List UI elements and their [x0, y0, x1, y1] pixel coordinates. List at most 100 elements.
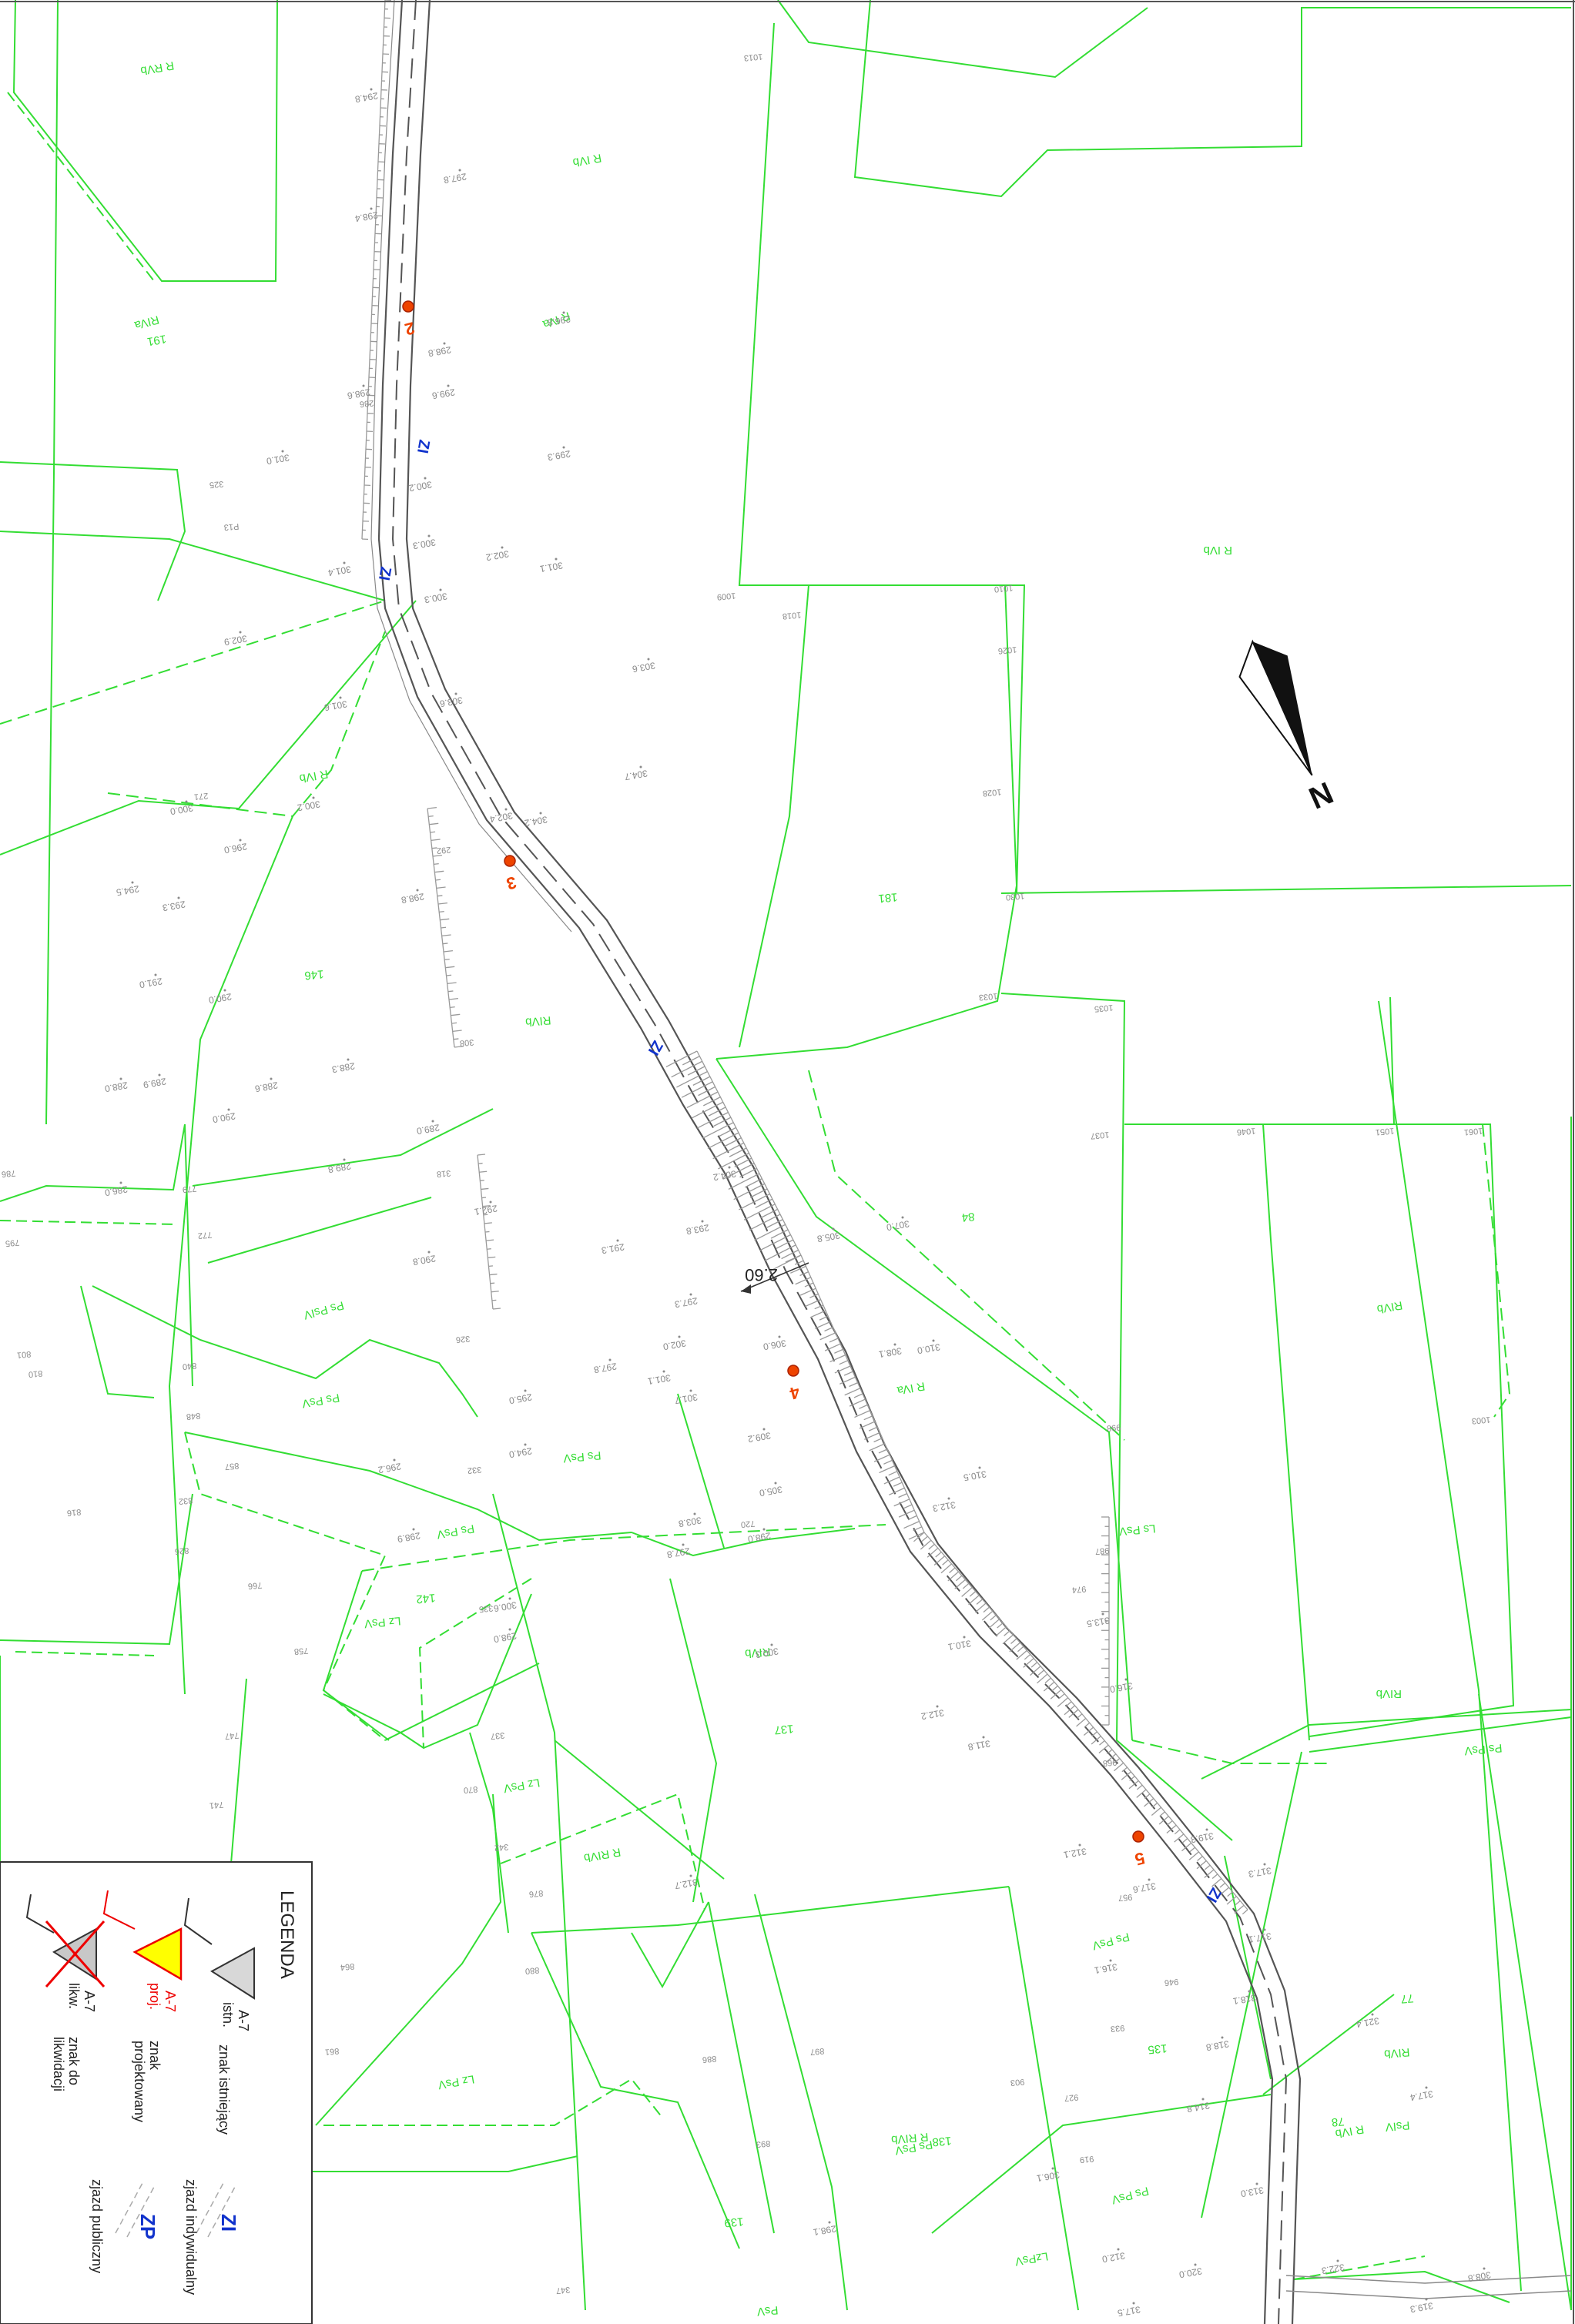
- elevation-value: 297.8: [666, 1545, 691, 1560]
- slope-tick: [799, 1288, 816, 1296]
- legend-sign-project: A-7 proj. znak projektowany: [102, 1890, 183, 2122]
- boundary-point-number: 292: [436, 845, 451, 856]
- elevation-dot: [689, 1874, 692, 1877]
- elevation-dot: [770, 1643, 773, 1646]
- elevation-dot: [828, 2221, 831, 2224]
- slope-tick: [1159, 1811, 1165, 1817]
- elevation-dot: [762, 1528, 766, 1531]
- slope-tick: [1151, 1802, 1158, 1808]
- slope-tick: [990, 1614, 997, 1621]
- slope-tick: [682, 1056, 700, 1066]
- slope-tick: [921, 1535, 928, 1542]
- boundary-point-number: 848: [186, 1411, 200, 1422]
- slope-tick: [1051, 1685, 1058, 1692]
- elevation-value: 291.0: [139, 976, 163, 990]
- boundary-point-number: P13: [223, 521, 240, 532]
- slope-tick: [859, 1404, 868, 1409]
- elevation-dot: [555, 558, 558, 561]
- boundary-point-number: 347: [555, 2285, 570, 2296]
- boundary-point-number: 1046: [1236, 1126, 1255, 1137]
- slope-tick: [1068, 1709, 1079, 1718]
- elevation-dot: [443, 342, 446, 345]
- elevation-dot: [963, 1636, 966, 1639]
- boundary-point-number: 870: [463, 1784, 478, 1795]
- slope-tick: [692, 1076, 711, 1086]
- elevation-value: 298.8: [400, 891, 425, 906]
- slope-tick: [724, 1137, 742, 1147]
- slope-tick: [481, 1187, 489, 1190]
- elevation-value: 305.0: [759, 1484, 783, 1499]
- boundary-point-number: 816: [66, 1507, 81, 1518]
- slope-tick: [1065, 1701, 1072, 1707]
- slope-tick: [754, 1224, 786, 1241]
- elevation-value: 299.6: [431, 387, 456, 401]
- boundary-point-number: 1035: [1094, 1003, 1113, 1013]
- slope-tick: [913, 1532, 925, 1542]
- elevation-dot: [154, 973, 157, 976]
- elevation-dot: [1124, 1678, 1128, 1681]
- slope-tick: [1036, 1673, 1048, 1684]
- legend-sign-remove-desc-2: likwidacji: [51, 2037, 66, 2091]
- slope-tick: [698, 1086, 715, 1097]
- slope-tick: [434, 870, 444, 873]
- elevation-dot: [728, 1166, 731, 1169]
- slope-tick: [949, 1567, 956, 1573]
- slope-tick: [749, 1214, 781, 1231]
- elevation-dot: [362, 384, 365, 387]
- legend-sign-existing-tag: istn.: [220, 2002, 236, 2028]
- boundary-point-number: 876: [528, 1888, 543, 1899]
- slope-tick: [781, 1249, 799, 1260]
- slope-tick: [834, 1348, 843, 1354]
- slope-tick: [1121, 1766, 1128, 1773]
- elevation-dot: [524, 1389, 527, 1392]
- elevation-dot: [778, 1335, 781, 1338]
- parcel-land-class-label: RIVb: [1376, 1298, 1403, 1316]
- boundary-point-number: 998: [1106, 1422, 1121, 1433]
- boundary-point-number: 919: [1079, 2154, 1094, 2165]
- elevation-dot: [1201, 2098, 1205, 2101]
- parcel-number-label: 138: [932, 2134, 952, 2148]
- elevation-dot: [932, 1339, 935, 1342]
- slope-tick: [451, 1013, 461, 1016]
- parcel-land-class-label: PsV: [756, 2303, 779, 2318]
- slope-tick: [447, 990, 454, 993]
- slope-tick: [436, 886, 446, 889]
- legend-sign-project-tag: proj.: [147, 1983, 163, 2010]
- boundary-point-number: 974: [1071, 1584, 1086, 1595]
- legend-sign-existing-desc: znak istniejący: [216, 2044, 232, 2135]
- slope-tick: [804, 1282, 814, 1288]
- slope-tick: [749, 1188, 768, 1198]
- legend-sign-remove-code: A-7: [82, 1991, 97, 2012]
- slope-tick: [1106, 1753, 1117, 1763]
- elevation-value: 312.0: [1101, 2250, 1126, 2265]
- slope-tick: [707, 1132, 739, 1150]
- legend-sign-remove: A-7 likw. znak do likwidacji: [25, 1894, 106, 2091]
- slope-tick: [481, 1197, 487, 1199]
- slope-tick: [454, 1046, 464, 1048]
- boundary-point-number: 1018: [782, 610, 801, 621]
- elevation-dot: [227, 1108, 230, 1111]
- elevation-dot: [689, 1293, 692, 1296]
- slope-tick: [1091, 1736, 1101, 1745]
- elevation-dot: [1109, 1959, 1112, 1962]
- boundary-point-number: 1026: [997, 645, 1017, 655]
- elevation-value: 300.3: [412, 537, 437, 551]
- slope-tick: [776, 1239, 794, 1249]
- slope-tick: [480, 1180, 484, 1181]
- elevation-dot: [427, 1251, 431, 1254]
- slope-tick: [1174, 1833, 1185, 1843]
- elevation-dot: [393, 1458, 396, 1462]
- elevation-value: 298.0: [493, 1630, 518, 1645]
- elevation-value: 300.3: [755, 1646, 779, 1660]
- legend-driveway-public-desc: zjazd publiczny: [89, 2179, 105, 2273]
- elevation-dot: [539, 812, 542, 815]
- boundary-point-number: 795: [5, 1237, 19, 1248]
- slope-tick: [719, 1127, 736, 1137]
- parcel-number-label: 137: [774, 1722, 794, 1736]
- slope-tick: [671, 1060, 703, 1078]
- boundary-point-number: 927: [1064, 2092, 1078, 2103]
- slope-tick: [898, 1493, 907, 1499]
- legend-sign-project-icon: [132, 1927, 183, 1981]
